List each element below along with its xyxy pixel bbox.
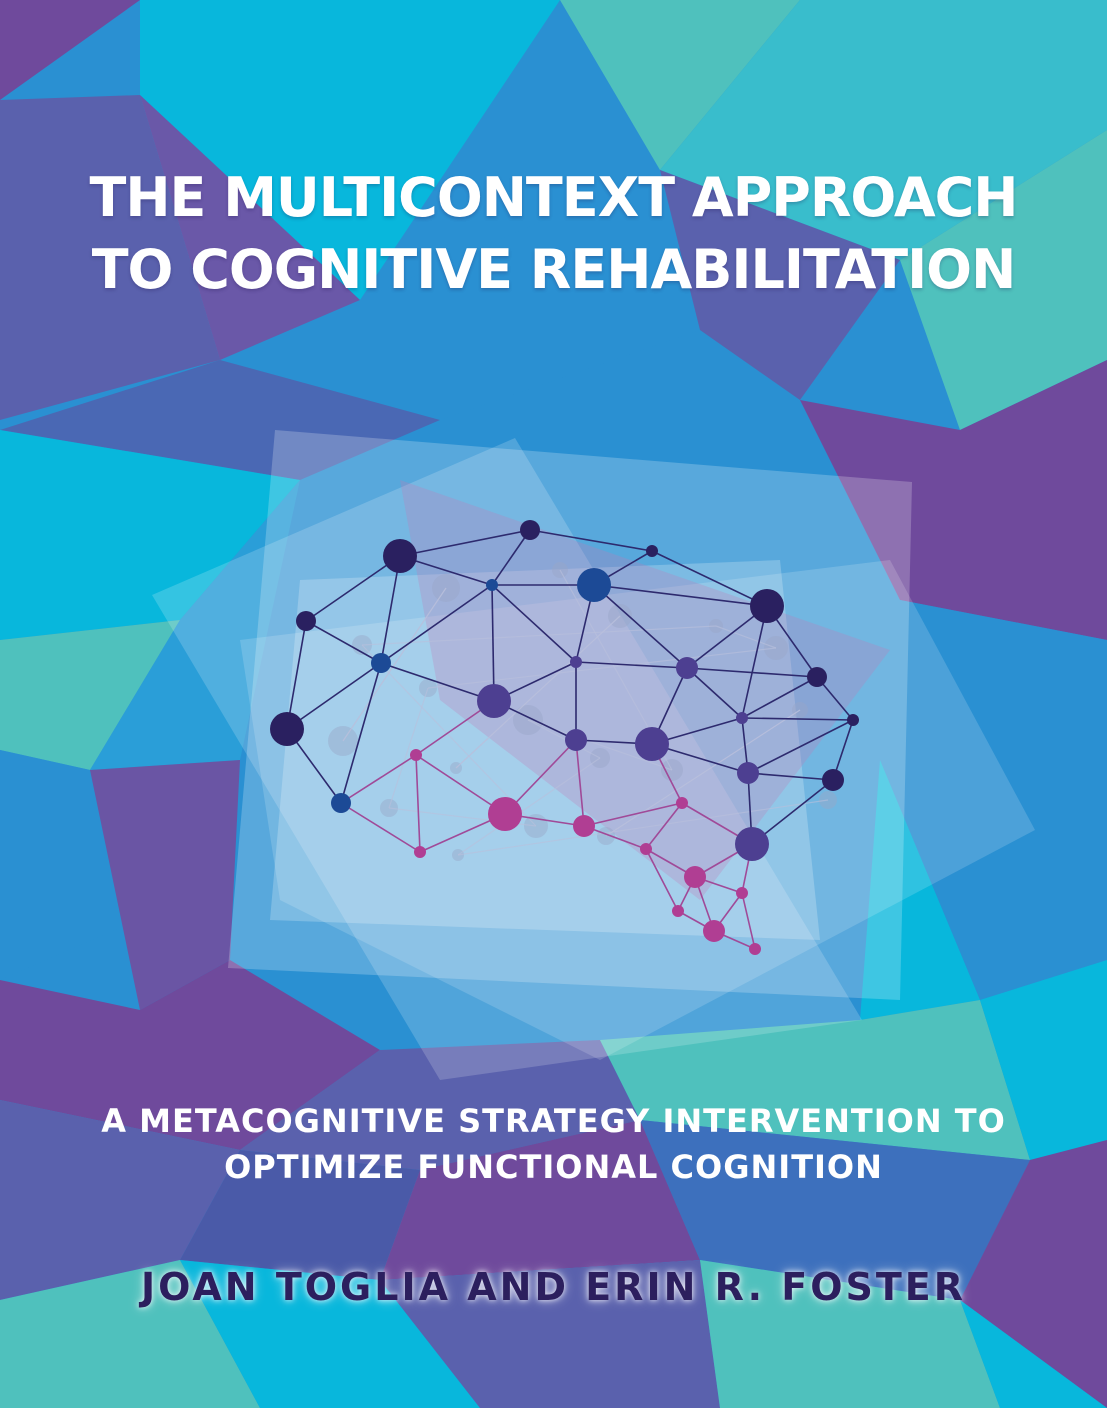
network-node (486, 579, 498, 591)
network-node (703, 920, 725, 942)
network-link (741, 717, 854, 721)
network-node (573, 815, 595, 837)
network-node (676, 797, 688, 809)
network-link (686, 667, 818, 678)
network-node (331, 793, 351, 813)
network-link (686, 667, 743, 719)
network-link (741, 892, 756, 950)
title-line-1: THE MULTICONTEXT APPROACH (89, 166, 1018, 229)
network-link (491, 529, 531, 586)
network-link (504, 739, 577, 815)
network-link (529, 529, 653, 552)
network-node (684, 866, 706, 888)
network-node (640, 843, 652, 855)
ghost-link (361, 644, 537, 827)
network-link (593, 584, 768, 607)
network-link (491, 584, 495, 702)
network-link (415, 754, 506, 815)
network-node (296, 611, 316, 631)
ghost-link (457, 757, 601, 856)
network-link (340, 802, 421, 853)
network-node (847, 714, 859, 726)
network-node (735, 827, 769, 861)
network-link (747, 772, 834, 781)
network-node (414, 846, 426, 858)
ghost-link (427, 647, 777, 689)
network-node (635, 727, 669, 761)
subtitle-line-2: OPTIMIZE FUNCTIONAL COGNITION (224, 1148, 883, 1186)
book-title: THE MULTICONTEXT APPROACH TO COGNITIVE R… (0, 162, 1107, 306)
network-link (286, 620, 307, 730)
network-node (807, 667, 827, 687)
network-link (380, 584, 493, 664)
ghost-link (457, 799, 829, 856)
ghost-link (388, 687, 429, 809)
network-node (565, 729, 587, 751)
network-node (822, 769, 844, 791)
network-link (583, 825, 647, 850)
network-node (646, 545, 658, 557)
brain-network-front-layer (270, 520, 859, 955)
network-link (399, 529, 531, 557)
network-link (645, 848, 679, 912)
network-link (380, 555, 401, 664)
title-line-2: TO COGNITIVE REHABILITATION (91, 238, 1017, 301)
network-node (737, 762, 759, 784)
network-link (645, 802, 683, 850)
brain-network-back-layer (328, 562, 837, 861)
network-node (488, 797, 522, 831)
network-link (305, 555, 401, 622)
network-node (520, 520, 540, 540)
network-node (577, 568, 611, 602)
ghost-link (527, 719, 601, 759)
network-link (491, 584, 577, 663)
ghost-link (342, 587, 447, 742)
network-node (371, 653, 391, 673)
network-link (747, 719, 854, 774)
network-link (380, 662, 495, 702)
network-link (415, 754, 421, 853)
network-node (676, 657, 698, 679)
network-link (575, 661, 688, 669)
network-link (286, 662, 382, 730)
ghost-link (605, 709, 801, 837)
book-subtitle: A METACOGNITIVE STRATEGY INTERVENTION TO… (0, 1098, 1107, 1190)
network-link (741, 676, 818, 719)
network-node (672, 905, 684, 917)
network-node (750, 589, 784, 623)
network-node (749, 943, 761, 955)
network-link (575, 739, 585, 827)
network-link (305, 620, 382, 664)
network-node (736, 712, 748, 724)
network-link (741, 605, 768, 719)
ghost-link (715, 625, 777, 649)
network-node (570, 656, 582, 668)
network-link (651, 550, 768, 607)
network-node (383, 539, 417, 573)
network-link (583, 802, 683, 827)
network-node (736, 887, 748, 899)
network-node (477, 684, 511, 718)
network-node (270, 712, 304, 746)
network-link (340, 662, 382, 804)
network-link (593, 584, 688, 669)
book-authors: JOAN TOGLIA AND ERIN R. FOSTER (140, 1265, 967, 1309)
subtitle-line-1: A METACOGNITIVE STRATEGY INTERVENTION TO (101, 1102, 1006, 1140)
ghost-link (361, 625, 717, 646)
network-link (751, 779, 834, 845)
network-node (410, 749, 422, 761)
ghost-link (455, 615, 621, 769)
network-link (340, 754, 417, 804)
